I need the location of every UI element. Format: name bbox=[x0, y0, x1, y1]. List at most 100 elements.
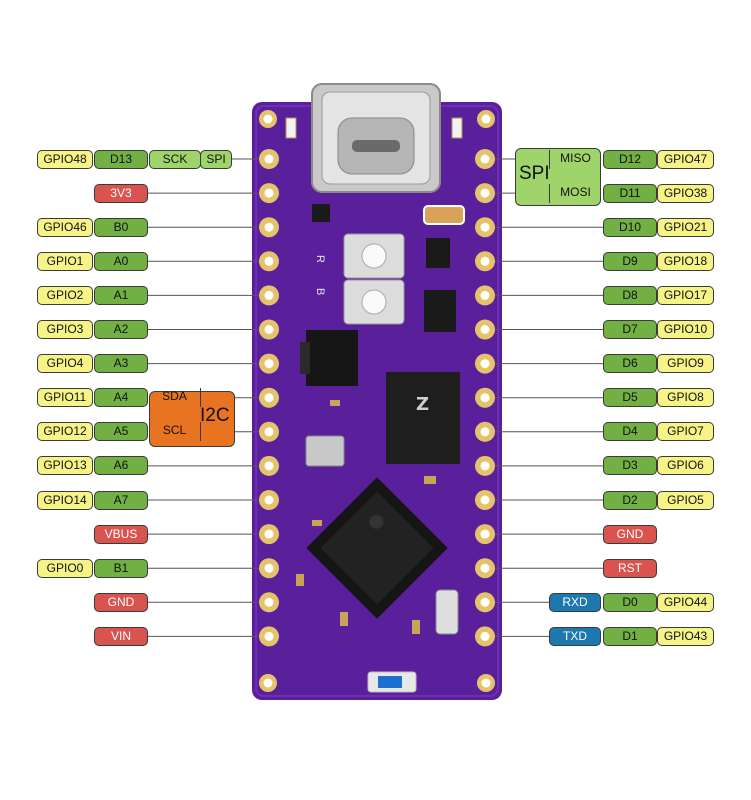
smd-component bbox=[424, 290, 456, 332]
capacitor bbox=[312, 520, 322, 526]
capacitor bbox=[424, 476, 436, 484]
i2c-group bbox=[149, 391, 235, 447]
pin-label-d12: D12 bbox=[603, 149, 657, 169]
header-pad-hole bbox=[480, 393, 490, 403]
pin-label-d8: D8 bbox=[603, 285, 657, 305]
bottom-led-body bbox=[378, 676, 402, 688]
pin-label-d9: D9 bbox=[603, 251, 657, 271]
pin-label-d4: D4 bbox=[603, 422, 657, 442]
header-pad-hole bbox=[264, 290, 274, 300]
pin-label-gpio6: GPIO6 bbox=[657, 456, 714, 476]
pin-label-d11: D11 bbox=[603, 183, 657, 203]
header-pad-hole bbox=[480, 325, 490, 334]
pin-label-gpio9: GPIO9 bbox=[657, 354, 714, 374]
pin-label-a6: A6 bbox=[94, 456, 148, 476]
pin-label-gnd: GND bbox=[603, 524, 657, 544]
voltage-regulator-tab bbox=[300, 342, 310, 374]
header-pad-hole bbox=[264, 359, 274, 369]
pin-label-a0: A0 bbox=[94, 251, 148, 271]
pin-label-d7: D7 bbox=[603, 320, 657, 339]
header-pad-hole bbox=[480, 495, 490, 505]
pin-label-gpio11: GPIO11 bbox=[37, 388, 93, 408]
pin-label-gpio7: GPIO7 bbox=[657, 422, 714, 442]
smd-fuse bbox=[423, 205, 465, 225]
header-pad-hole bbox=[480, 631, 490, 641]
silk-b: B bbox=[314, 288, 326, 295]
header-pad-hole bbox=[480, 290, 490, 300]
header-pad-hole bbox=[264, 461, 274, 471]
crystal bbox=[305, 435, 345, 467]
pin-label-a4: A4 bbox=[94, 388, 148, 408]
mount-hole bbox=[263, 678, 273, 688]
pin-label-sda: SDA bbox=[149, 388, 201, 408]
pin-label-a1: A1 bbox=[94, 285, 148, 305]
capacitor bbox=[296, 574, 304, 586]
pin-label-gpio4: GPIO4 bbox=[37, 354, 93, 374]
header-pad-hole bbox=[264, 427, 274, 437]
header-pad-hole bbox=[480, 563, 490, 573]
header-pad-hole bbox=[480, 188, 490, 198]
pin-label-gpio13: GPIO13 bbox=[37, 456, 93, 476]
pin-label-rst: RST bbox=[603, 558, 657, 578]
pin-label-gpio0: GPIO0 bbox=[37, 558, 93, 578]
header-pad-hole bbox=[480, 222, 490, 232]
pin-label-vin: VIN bbox=[94, 626, 148, 646]
pin-label-gpio5: GPIO5 bbox=[657, 490, 714, 510]
pin-label-mosi: MOSI bbox=[549, 183, 601, 203]
usb-c-tongue bbox=[352, 140, 400, 152]
psram-logo-icon: Z bbox=[416, 394, 429, 415]
pin-label-b0: B0 bbox=[94, 217, 148, 237]
header-pad-hole bbox=[264, 529, 274, 539]
pin-label-a5: A5 bbox=[94, 422, 148, 442]
header-pad-hole bbox=[264, 188, 274, 198]
pin-label-gpio21: GPIO21 bbox=[657, 217, 714, 237]
pin-label-a2: A2 bbox=[94, 320, 148, 339]
pin-label-scl: SCL bbox=[149, 422, 201, 442]
smd-component bbox=[426, 238, 450, 268]
pin-label-b1: B1 bbox=[94, 558, 148, 578]
pin-label-d13: D13 bbox=[94, 149, 148, 169]
pin-label-gpio2: GPIO2 bbox=[37, 285, 93, 305]
mount-hole bbox=[263, 114, 273, 124]
pin-label-gpio3: GPIO3 bbox=[37, 320, 93, 339]
header-pad-hole bbox=[264, 563, 274, 573]
pin-label-a7: A7 bbox=[94, 490, 148, 510]
pin-label-d5: D5 bbox=[603, 388, 657, 408]
pin-label-d6: D6 bbox=[603, 354, 657, 374]
smd-transistor bbox=[312, 204, 330, 222]
pin-label-gpio10: GPIO10 bbox=[657, 320, 714, 339]
header-pad-hole bbox=[480, 359, 490, 369]
pin-label-rxd: RXD bbox=[549, 592, 601, 612]
capacitor bbox=[340, 612, 348, 626]
pin-label-gpio47: GPIO47 bbox=[657, 149, 714, 169]
header-pad-hole bbox=[264, 597, 274, 607]
header-pad-hole bbox=[480, 154, 490, 164]
psram-chip bbox=[386, 372, 460, 464]
header-pad-hole bbox=[264, 325, 274, 334]
i2c-group-label: I2C bbox=[200, 405, 230, 426]
pin-label-gpio46: GPIO46 bbox=[37, 217, 93, 237]
pin-label-txd: TXD bbox=[549, 626, 601, 646]
pin-label-gpio12: GPIO12 bbox=[37, 422, 93, 442]
pin-label-d0: D0 bbox=[603, 592, 657, 612]
pin-label-a3: A3 bbox=[94, 354, 148, 374]
header-pad-hole bbox=[264, 393, 274, 403]
pin-label-gpio8: GPIO8 bbox=[657, 388, 714, 408]
mount-hole bbox=[481, 678, 491, 688]
silk-r: R bbox=[314, 255, 326, 263]
pin-label-spi: SPI bbox=[200, 149, 232, 169]
header-pad-hole bbox=[264, 631, 274, 641]
header-pad-hole bbox=[480, 529, 490, 539]
pin-label-sck: SCK bbox=[149, 149, 201, 169]
pin-label-gpio1: GPIO1 bbox=[37, 251, 93, 271]
header-pad-hole bbox=[264, 222, 274, 232]
header-pad-hole bbox=[480, 427, 490, 437]
pin-label-gpio14: GPIO14 bbox=[37, 490, 93, 510]
header-pad-hole bbox=[264, 495, 274, 505]
pin-label-d1: D1 bbox=[603, 626, 657, 646]
pin-label-gpio38: GPIO38 bbox=[657, 183, 714, 203]
pin-label-d2: D2 bbox=[603, 490, 657, 510]
pin-label-gpio18: GPIO18 bbox=[657, 251, 714, 271]
